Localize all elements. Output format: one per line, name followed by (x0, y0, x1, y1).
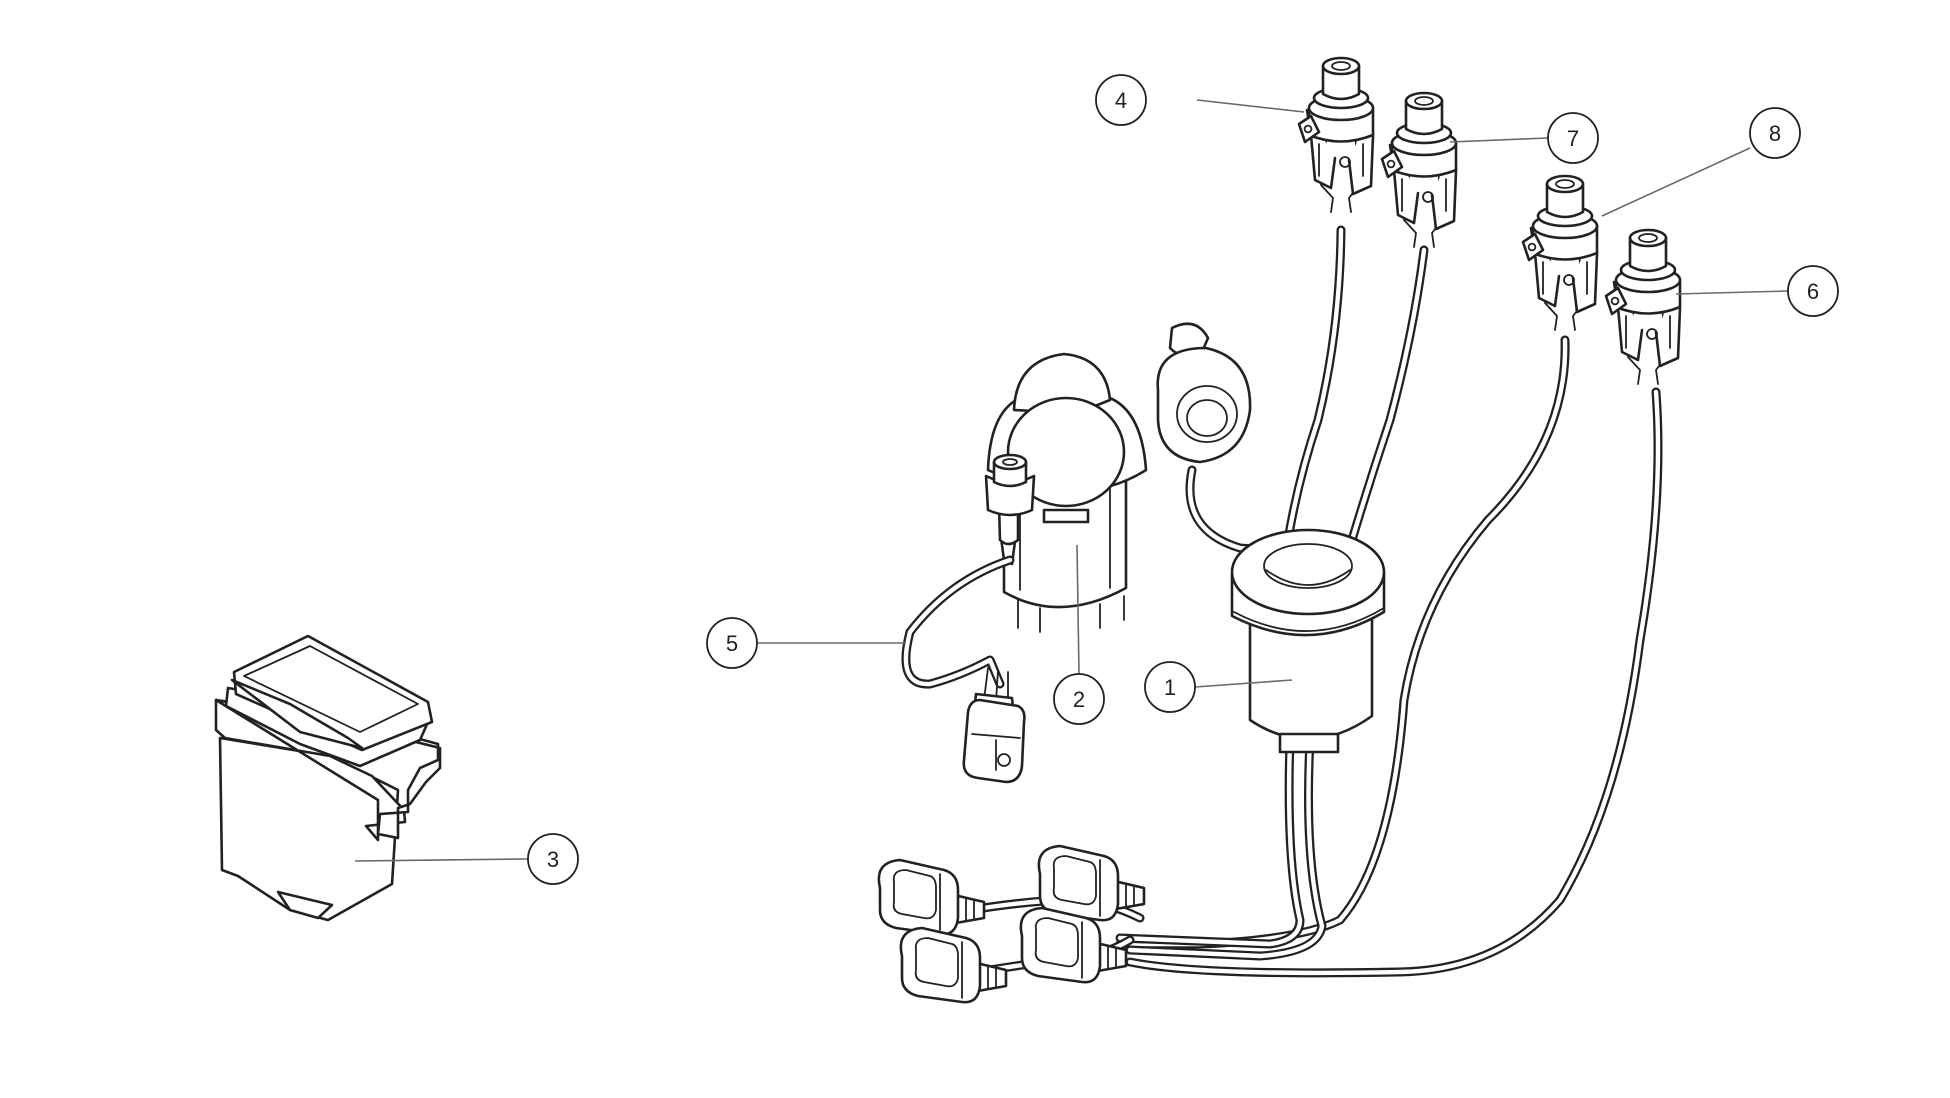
callout-label: 8 (1769, 121, 1781, 146)
rocker-switch-part (214, 634, 442, 922)
leader-8 (1601, 147, 1751, 217)
callout-label: 6 (1807, 279, 1819, 304)
connector-plug (877, 858, 986, 936)
callout-label: 3 (547, 847, 559, 872)
callout-6: 6 (1787, 265, 1839, 317)
callout-1: 1 (1144, 661, 1196, 713)
callout-circle (1547, 112, 1599, 164)
leader-7 (1449, 137, 1549, 143)
callout-8: 8 (1749, 107, 1801, 159)
callout-circle (1749, 107, 1801, 159)
connector-plug-cluster (877, 844, 1146, 1004)
panel-socket-part-8 (1521, 174, 1599, 332)
callout-4: 4 (1095, 74, 1147, 126)
leader-6 (1675, 290, 1789, 295)
leader-4 (1196, 99, 1305, 113)
leader-lines (354, 99, 1789, 862)
callout-circle (1787, 265, 1839, 317)
panel-socket-part-7 (1380, 91, 1458, 249)
callout-3: 3 (527, 833, 579, 885)
callout-label: 4 (1115, 88, 1127, 113)
leader-3 (354, 858, 529, 862)
callout-circle (1095, 74, 1147, 126)
callout-label: 7 (1567, 126, 1579, 151)
leader-2 (1076, 544, 1080, 675)
callout-label: 1 (1164, 675, 1176, 700)
threaded-plug-part (984, 453, 1036, 566)
connector-plug (899, 926, 1008, 1004)
main-socket-harness-part (1115, 225, 1663, 978)
callout-circle (1053, 673, 1105, 725)
panel-socket-part-6 (1604, 228, 1682, 386)
callout-2: 2 (1053, 673, 1105, 725)
callout-label: 5 (726, 631, 738, 656)
callout-circle (706, 617, 758, 669)
callout-circle (527, 833, 579, 885)
leader-1 (1194, 679, 1293, 688)
callout-label: 2 (1073, 687, 1085, 712)
lead-with-plug-part (901, 555, 1026, 784)
callout-7: 7 (1547, 112, 1599, 164)
socket-housing-part (986, 352, 1148, 633)
callout-circle (1144, 661, 1196, 713)
panel-socket-part-4 (1297, 56, 1375, 214)
callout-5: 5 (706, 617, 758, 669)
